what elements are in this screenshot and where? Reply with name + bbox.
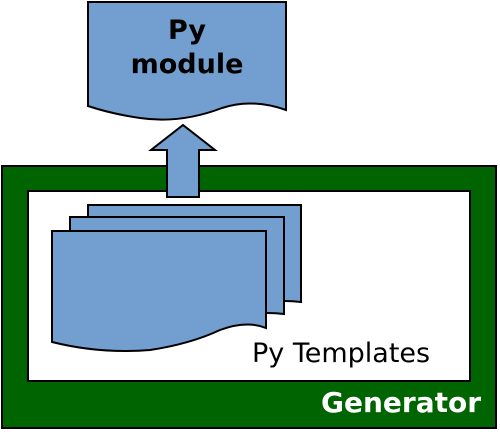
up-arrow-icon — [148, 123, 218, 198]
py-module-label-line1: Py — [168, 15, 206, 46]
py-module-label-line2: module — [130, 49, 244, 80]
generator-label: Generator — [321, 386, 482, 419]
template-document-front — [51, 230, 267, 352]
py-module-document — [87, 1, 287, 121]
py-module-label: Py module — [88, 14, 286, 82]
py-templates-label: Py Templates — [252, 338, 431, 369]
